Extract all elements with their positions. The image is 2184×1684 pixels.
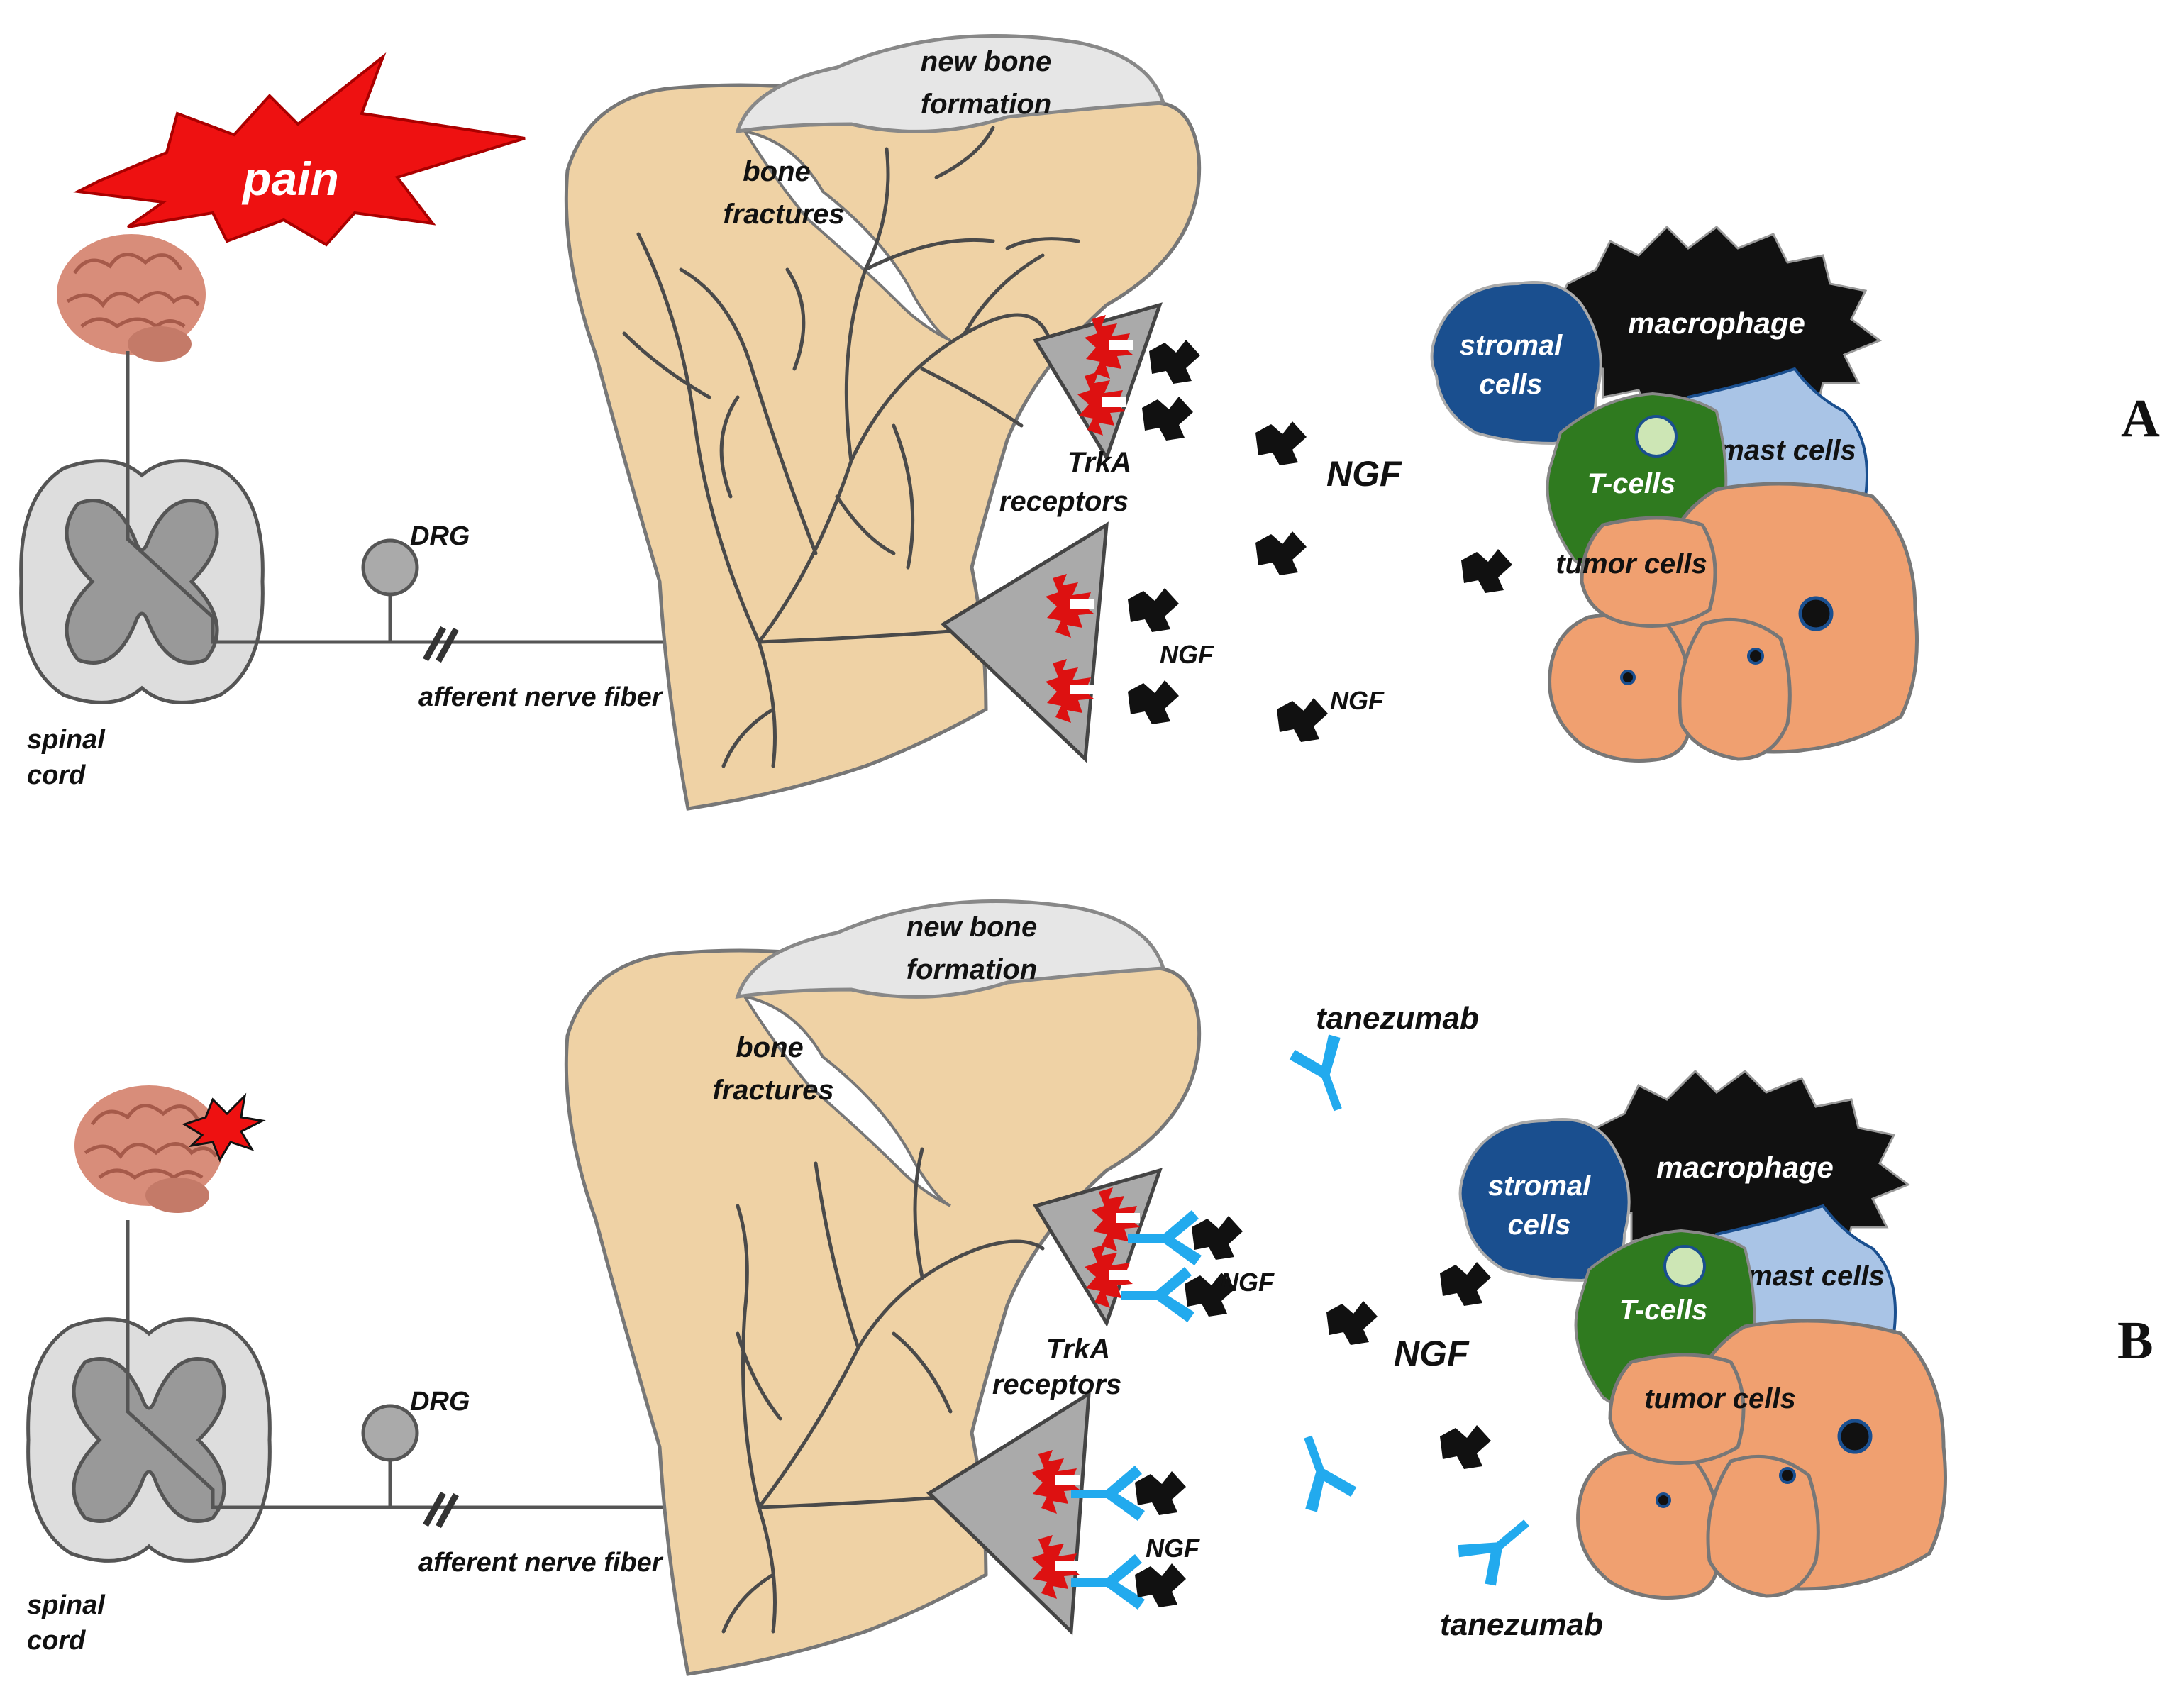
panel-b-letter: B <box>2117 1311 2153 1370</box>
bone-fractures-label-2: fractures <box>712 1075 833 1106</box>
drg-ganglion <box>361 1404 419 1462</box>
ngf-molecule-icon <box>1128 588 1179 632</box>
spinal-cord-label-2: cord <box>27 760 86 790</box>
afferent-pathway <box>126 351 759 644</box>
afferent-pathway <box>126 1220 759 1509</box>
ngf-molecule-icon <box>1277 698 1328 742</box>
ngf-molecule-icon <box>1128 680 1179 724</box>
ngf-molecule-icon <box>1461 549 1512 593</box>
trka-label-2: receptors <box>999 486 1129 517</box>
new-bone-label-2: formation <box>921 89 1051 120</box>
tanezumab-antibody-icon <box>1453 1502 1545 1592</box>
ngf-label-large: NGF <box>1394 1334 1470 1373</box>
brain-icon <box>74 1085 223 1213</box>
tumor-cells <box>1548 482 1919 763</box>
ngf-molecule-icon <box>1149 340 1200 384</box>
spinal-cord-label-1: spinal <box>27 1590 106 1620</box>
ngf-molecule-icon <box>1326 1301 1378 1345</box>
tumor-cells <box>1576 1319 1947 1600</box>
trka-label-1: TrkA <box>1068 447 1131 478</box>
ngf-molecule-icon <box>1142 397 1193 441</box>
ngf-label-small-1: NGF <box>1220 1268 1275 1297</box>
stromal-cells <box>1430 281 1602 445</box>
drg-label: DRG <box>410 1387 470 1417</box>
ngf-molecule-icon <box>1192 1216 1243 1260</box>
ngf-molecule-icon <box>1440 1262 1491 1306</box>
new-bone-label-2: formation <box>907 954 1037 985</box>
drg-ganglion <box>361 538 419 597</box>
mast-label: mast cells <box>1719 435 1856 466</box>
trka-label-1: TrkA <box>1046 1334 1110 1365</box>
spinal-cord <box>21 461 263 703</box>
tcells-label: T-cells <box>1587 468 1676 499</box>
tumor-label: tumor cells <box>1644 1383 1795 1414</box>
tcells-label: T-cells <box>1619 1295 1708 1326</box>
new-bone-formation <box>735 34 1166 134</box>
nerve-branches <box>622 126 1080 768</box>
drg-label: DRG <box>410 521 470 551</box>
ngf-molecule-icon <box>1255 421 1307 465</box>
tumor-label: tumor cells <box>1556 548 1707 580</box>
new-bone-label-1: new bone <box>907 912 1037 943</box>
ngf-label-large: NGF <box>1326 454 1402 494</box>
macrophage-label: macrophage <box>1628 306 1805 340</box>
brain-icon <box>57 234 206 362</box>
bone-fractures-label-2: fractures <box>723 199 844 230</box>
stromal-label-1: stromal <box>1488 1170 1591 1202</box>
new-bone-label-1: new bone <box>921 46 1051 77</box>
panel-a: pain spinal cord DRG afferent nerve fibe… <box>21 34 2160 811</box>
stromal-label-1: stromal <box>1460 330 1563 361</box>
tanezumab-antibody-icon <box>1282 1427 1360 1516</box>
stromal-label-2: cells <box>1508 1209 1571 1241</box>
tanezumab-label-2: tanezumab <box>1440 1607 1603 1642</box>
ngf-molecule-icon <box>1440 1425 1491 1469</box>
panel-a-letter: A <box>2121 389 2160 448</box>
macrophage-label: macrophage <box>1656 1151 1834 1184</box>
pain-burst-icon <box>73 52 526 247</box>
tanezumab-label-1: tanezumab <box>1316 1001 1479 1036</box>
new-bone-formation <box>735 899 1166 999</box>
ngf-label-small-2: NGF <box>1146 1534 1200 1563</box>
spinal-cord-label-1: spinal <box>27 725 106 755</box>
ngf-label-small-1: NGF <box>1160 640 1214 669</box>
spinal-cord-label-2: cord <box>27 1626 86 1656</box>
pain-label: pain <box>241 153 339 205</box>
mast-label: mast cells <box>1747 1261 1884 1292</box>
trka-label-2: receptors <box>992 1369 1121 1400</box>
nerve-branches <box>721 1147 1045 1634</box>
stromal-label-2: cells <box>1480 369 1543 400</box>
spinal-cord <box>28 1319 270 1561</box>
tanezumab-antibody-icon <box>1071 1554 1145 1610</box>
afferent-label: afferent nerve fiber <box>418 682 664 712</box>
afferent-label: afferent nerve fiber <box>418 1548 664 1578</box>
ngf-molecule-icon <box>1255 531 1307 575</box>
ngf-label-small-2: NGF <box>1330 686 1385 715</box>
bone-fractures-label-1: bone <box>743 156 811 187</box>
ngf-molecule-icon <box>1135 1471 1186 1515</box>
panel-b: spinal cord DRG afferent nerve fiber new… <box>27 899 2153 1676</box>
bone-fractures-label-1: bone <box>736 1032 804 1063</box>
tanezumab-antibody-icon <box>1286 1031 1363 1120</box>
pain-burst-icon <box>182 1092 266 1163</box>
